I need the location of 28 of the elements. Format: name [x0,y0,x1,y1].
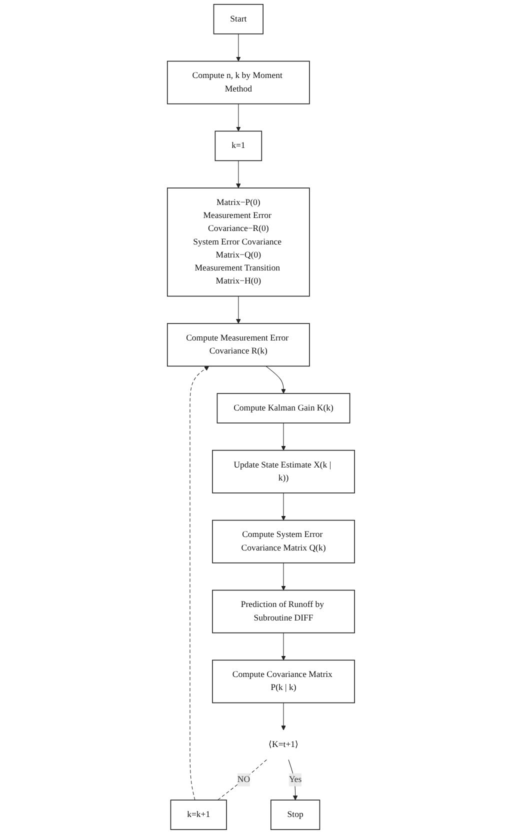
arrow [280,632,286,660]
edge-label: Yes [288,774,302,784]
arrow [288,759,298,800]
node-box: Update State Estimate X(k | k)) [212,450,354,494]
arrow [280,702,286,730]
node-box: k=1 [214,130,262,162]
node-box: k=k+1 [170,800,226,830]
node-box: Compute n, k by Moment Method [166,60,310,104]
edge-label: NO [236,774,250,784]
arrow [236,104,240,132]
node-box: Matrix−P(0) Measurement Error Covariance−R(0) System Error Covariance Matrix−Q(0) Measurement Transition Matrix−H(0) [166,188,310,297]
node-box: Compute Covariance Matrix P(k | k) [212,660,354,704]
arrow [280,492,286,520]
arrow [236,160,240,188]
node-box: Start [212,4,264,34]
node-box: Compute Measurement Error Covariance R(k) [166,323,310,367]
connector [216,759,267,800]
arrow [236,34,240,62]
node-box: Compute System Error Covariance Matrix Q(k) [212,520,354,564]
arrow [280,562,286,590]
node-box: Prediction of Runoff by Subroutine DIFF [212,590,354,634]
arrow [189,366,209,800]
arrow [236,296,240,324]
node-box: Stop [270,800,320,830]
arrow [280,422,286,451]
arrow [265,366,286,394]
node-text: ⟨K=t+1⟩ [268,740,298,750]
node-box: Compute Kalman Gain K(k) [216,393,350,424]
